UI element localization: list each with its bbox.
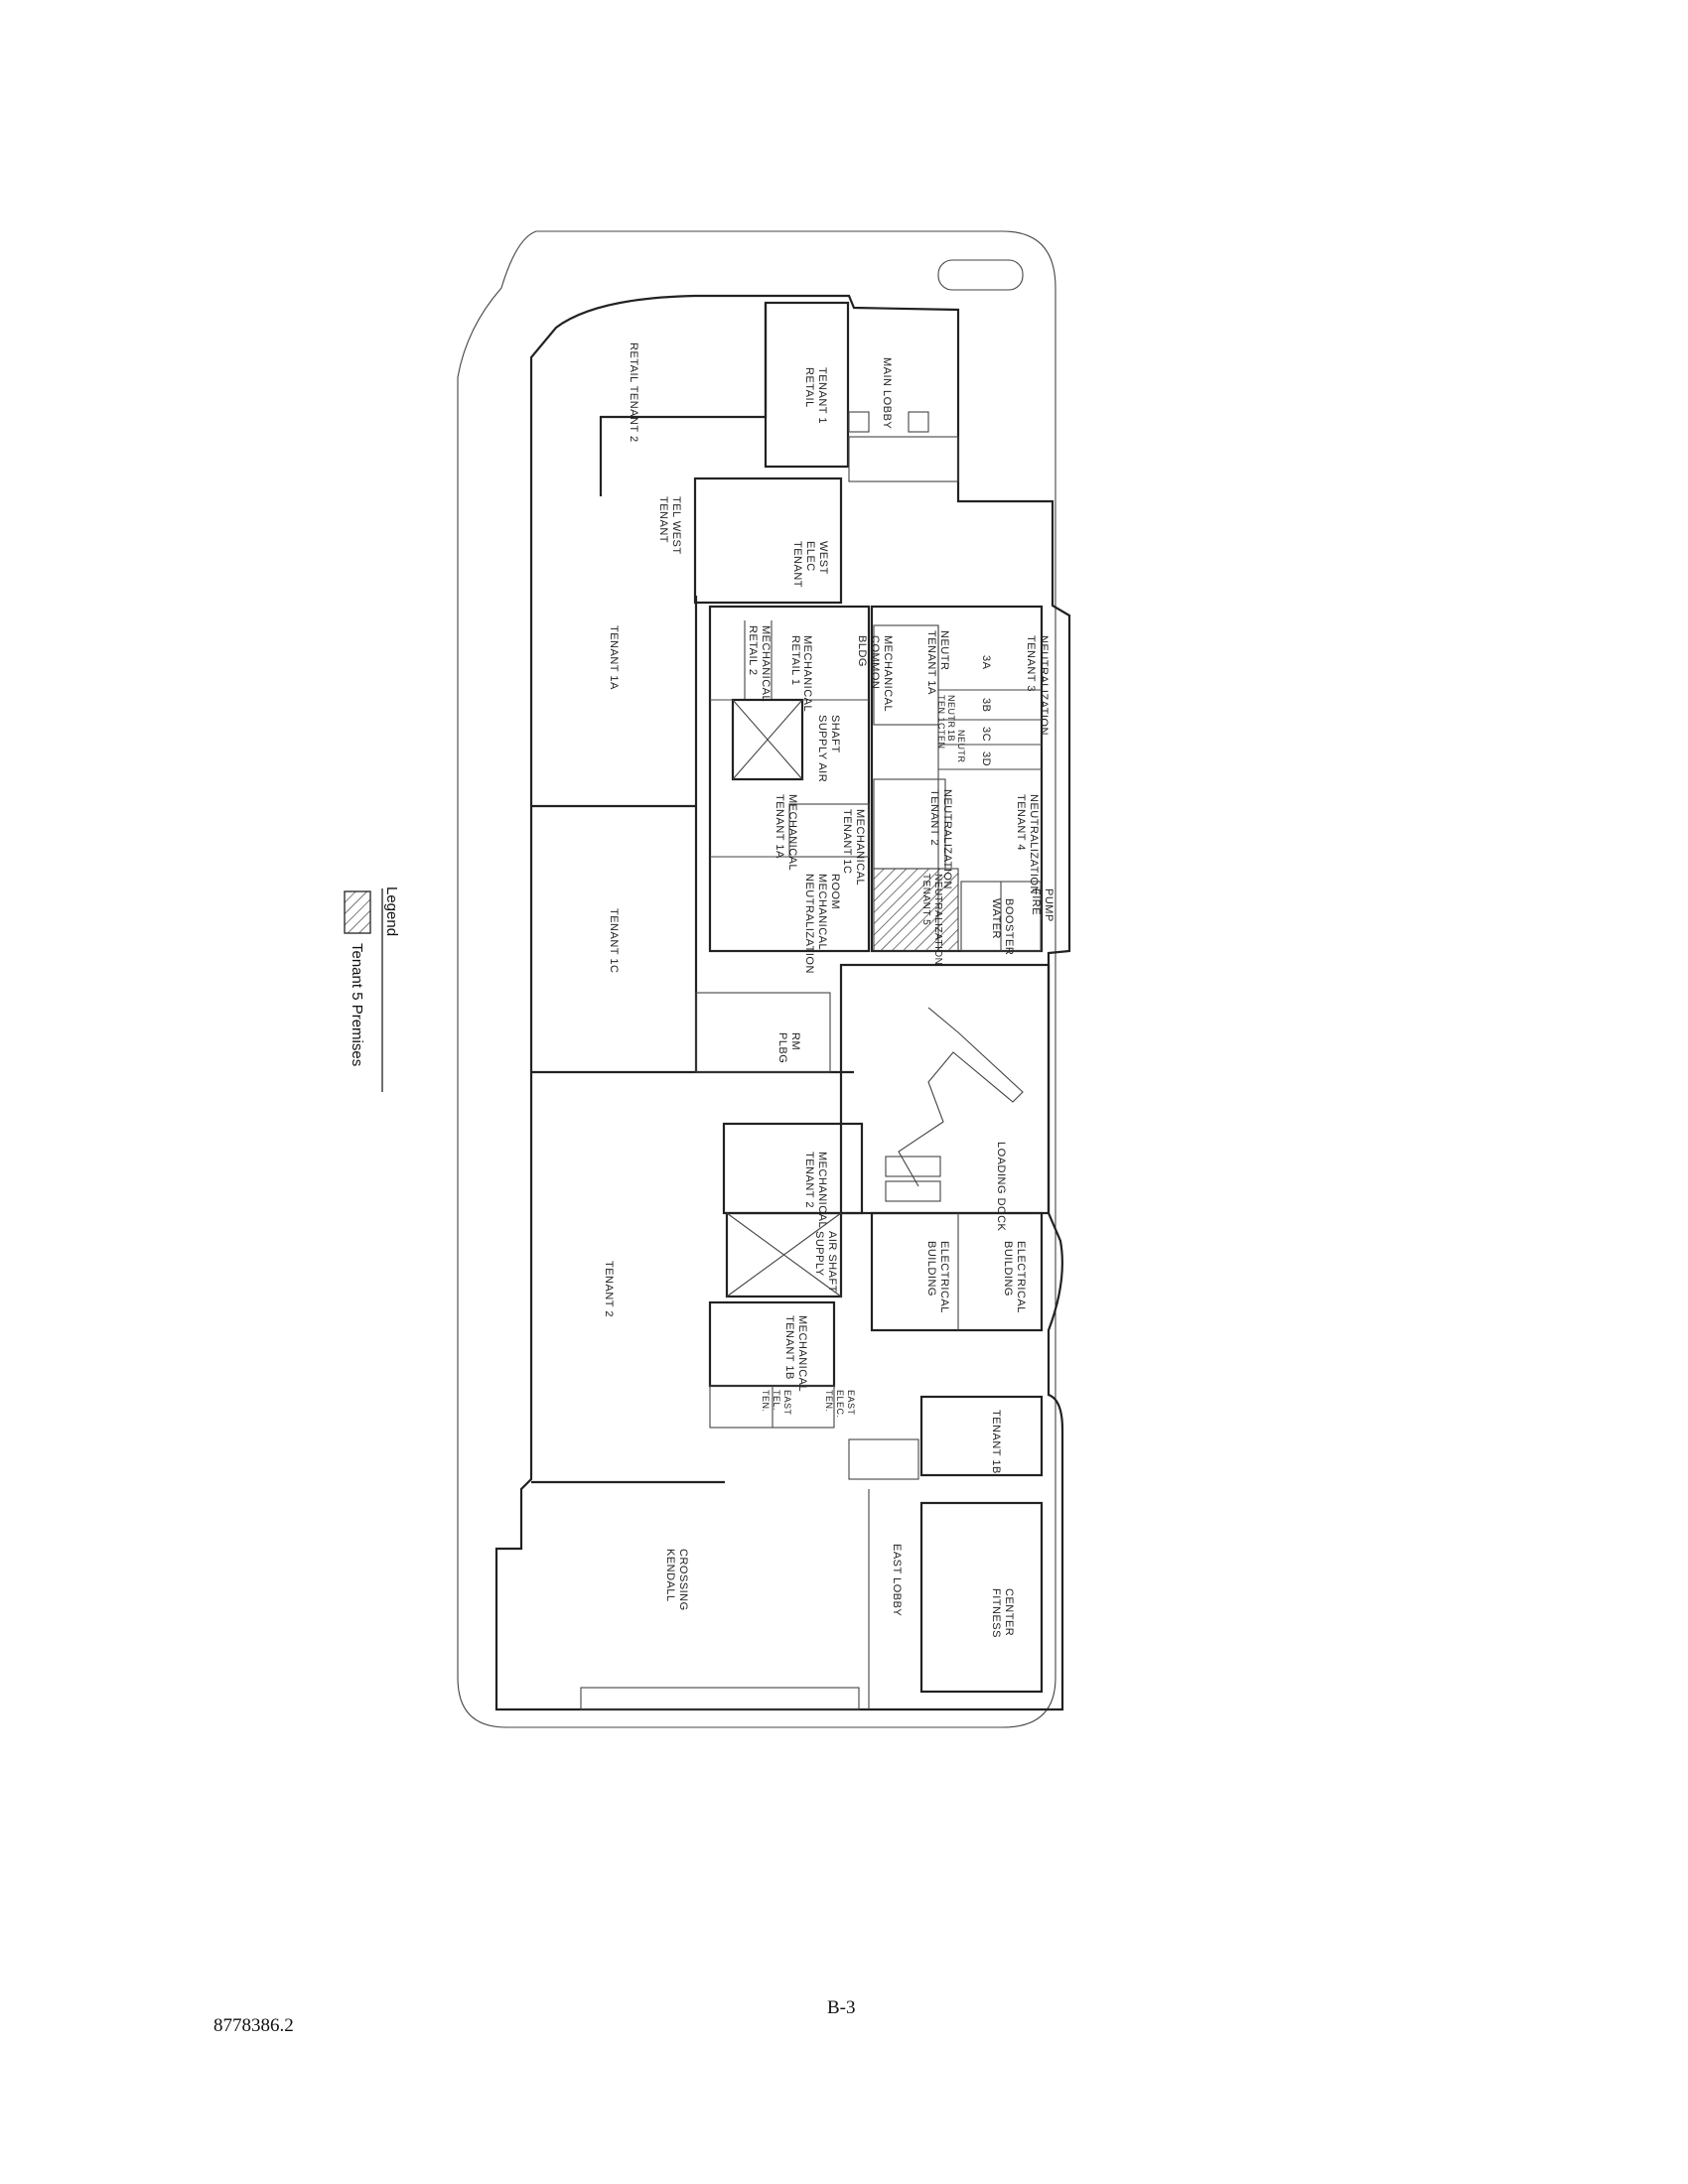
room-label: FIREPUMP [1030,888,1055,922]
room-label: TENANT 1BMECHANICAL [783,1315,808,1392]
planter [937,259,1024,291]
room-label: TEN 1CNEUTR [936,695,956,730]
room-label: 3A [980,655,992,670]
room-labels: RETAIL TENANT 2 RETAILTENANT 1 MAIN LOBB… [603,342,1055,1638]
room-label: NEUTRALIZATIONMECHANICALROOM [803,874,841,974]
legend-item-label: Tenant 5 Premises [349,943,365,1066]
room-label: TEN.TEL.EAST [761,1390,792,1416]
page-label: B-3 [827,1997,856,2018]
room-label: TENANT 5NEUTRALIZATION [920,874,943,965]
building-outline [494,294,1071,1711]
room-label: 3C [980,727,992,742]
room-label: TENANT 2NEUTRALIZATION [928,789,953,889]
room-label: TENANTTEL WEST [657,496,682,555]
room-label: RETAILTENANT 1 [803,367,828,424]
room-label: PLBGRM [776,1032,801,1063]
legend-title: Legend [383,887,400,936]
room-label: SUPPLYAIR SHAFT [813,1231,838,1293]
room-label: TENANT 1C [608,908,620,973]
room-label: BUILDINGELECTRICAL [1002,1241,1027,1313]
room-label: TENANT 1CMECHANICAL [841,809,866,886]
room-label: SUPPLY AIRSHAFT [816,715,841,782]
room-label: TENANT 2 [603,1261,615,1317]
room-label: TENANT 1B [990,1410,1002,1474]
room-label: 3B [980,698,992,712]
document-number: 8778386.2 [213,2015,294,2036]
legend: Legend Tenant 5 Premises [344,887,400,1092]
room-label: BLDGCOMMONMECHANICAL [856,635,894,712]
room-label: TENANT 1A [608,625,620,690]
room-label: MAIN LOBBY [881,357,893,429]
room-label: BUILDINGELECTRICAL [925,1241,950,1313]
room-label: TENANT 4NEUTRALIZATION [1015,794,1040,894]
tenant-5-hatched-area [873,868,959,952]
room-label: FITNESSCENTER [990,1588,1015,1638]
room-label: TEN1BNEUTR [936,730,966,763]
room-label: TENANTELECWEST [791,541,829,588]
room-label: RETAIL 1MECHANICAL [789,635,813,712]
site-boundary [457,230,1056,1728]
room-label: TENANT 1AMECHANICAL [774,794,798,871]
legend-hatch-swatch [344,890,371,934]
rooms [531,301,1051,1710]
room-label: TENANT 3NEUTRALIZATION [1025,635,1050,736]
room-label: 3D [980,751,992,766]
room-label: EAST LOBBY [891,1544,903,1616]
room-label: TENANT 1ANEUTR [925,630,950,695]
room-label: LOADING DOCK [995,1142,1007,1232]
room-label: RETAIL 2MECHANICAL [747,625,772,702]
room-label: RETAIL TENANT 2 [628,342,639,443]
room-label: KENDALLCROSSING [664,1549,689,1611]
room-label: TENANT 2MECHANICAL [803,1152,828,1228]
room-label: WATERBOOSTER [990,898,1015,955]
room-label: TEN.ELEC.EAST [824,1390,856,1419]
